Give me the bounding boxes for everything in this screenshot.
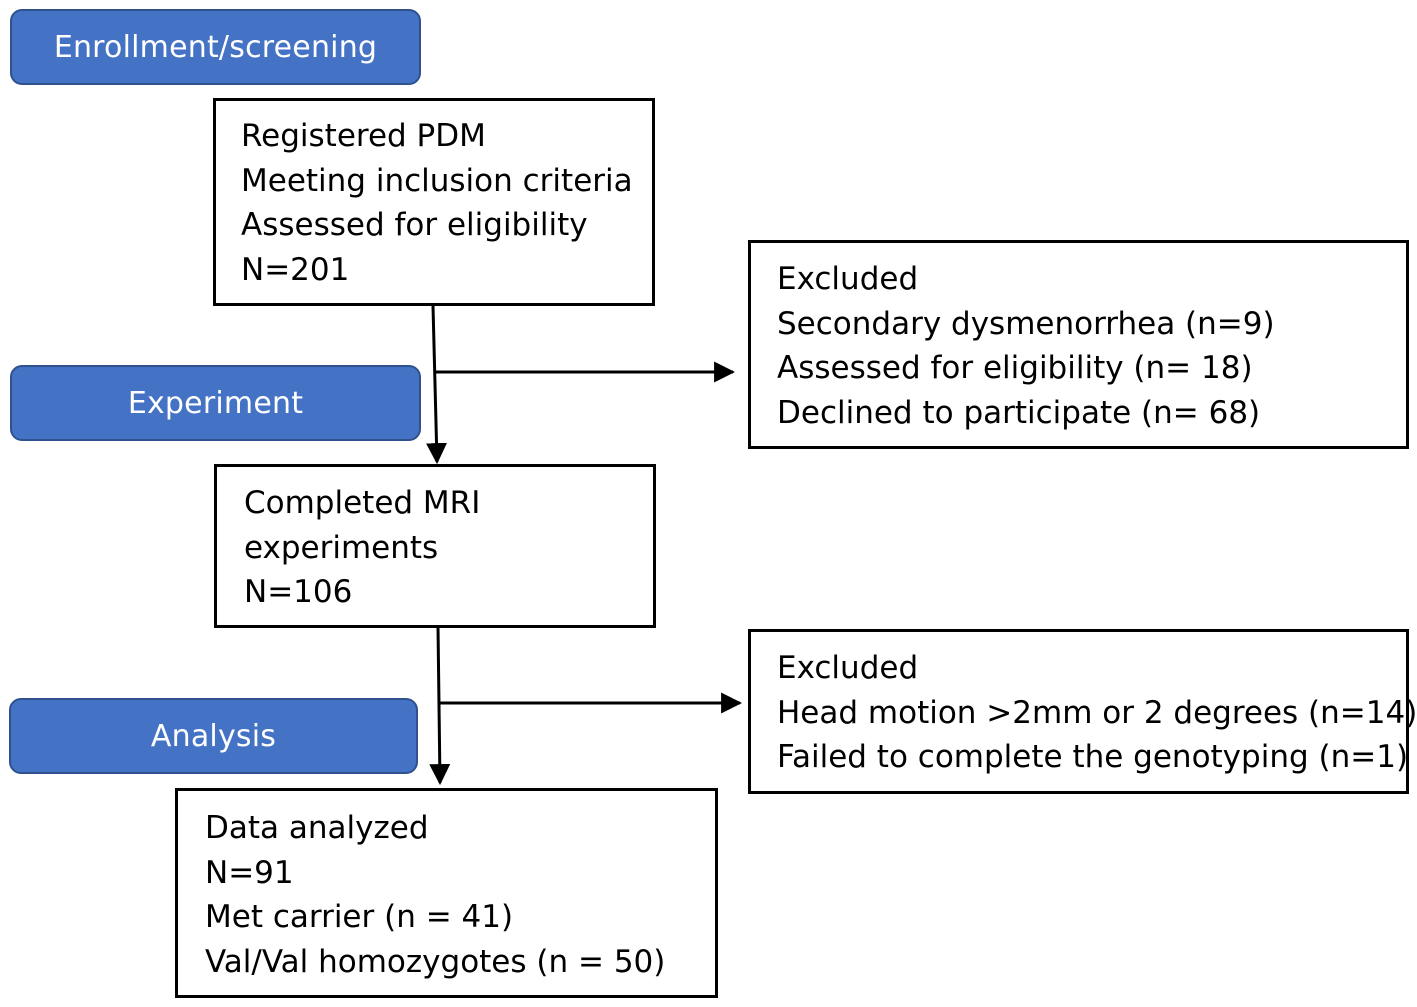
excluded-box-2: Excluded Head motion >2mm or 2 degrees (… [748,629,1417,794]
phase-experiment-label: Experiment [10,365,421,441]
registered-title: Registered PDM [241,118,486,154]
arrow-registered-to-completed [426,305,448,465]
analyzed-box: Data analyzed N=91 Met carrier (n = 41) … [175,788,718,998]
excluded-1-secondary: Secondary dysmenorrhea (n=9) [777,305,1275,342]
analyzed-met-carrier: Met carrier (n = 41) [205,899,514,935]
registered-box: Registered PDM Meeting inclusion criteri… [213,98,655,306]
excluded-2-title: Excluded [777,650,919,686]
excluded-2-genotyping: Failed to complete the genotyping (n=1) [777,739,1409,775]
excluded-2-head-motion: Head motion >2mm or 2 degrees (n=14) [777,694,1417,731]
excluded-1-title: Excluded [777,261,919,297]
completed-box: Completed MRI experiments N=106 [214,464,656,628]
phase-enrollment-label: Enrollment/screening [10,9,421,85]
registered-count: N=201 [241,251,350,288]
excluded-1-declined: Declined to participate (n= 68) [777,394,1261,431]
registered-assessed: Assessed for eligibility [241,207,588,243]
arrow-completed-to-analyzed [429,626,451,786]
excluded-1-assessed: Assessed for eligibility (n= 18) [777,350,1253,386]
completed-title: Completed MRI [244,485,481,521]
completed-subtitle: experiments [244,529,439,566]
analyzed-count: N=91 [205,854,294,891]
excluded-box-1: Excluded Secondary dysmenorrhea (n=9) As… [748,240,1409,449]
phase-analysis-label: Analysis [9,698,418,774]
analyzed-val-val: Val/Val homozygotes (n = 50) [205,943,666,980]
completed-count: N=106 [244,574,353,610]
analyzed-title: Data analyzed [205,810,429,846]
registered-criteria: Meeting inclusion criteria [241,162,633,199]
